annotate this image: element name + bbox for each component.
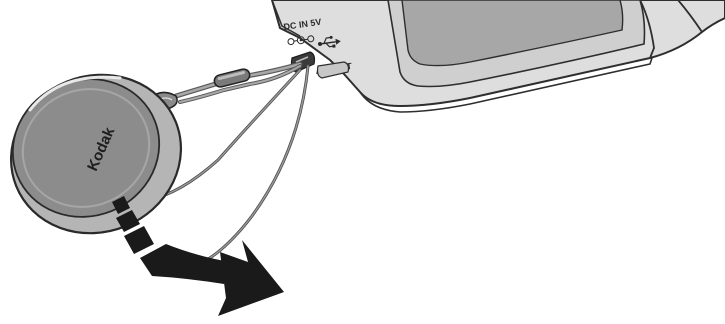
arrow-body	[140, 244, 230, 284]
arrow-head	[218, 240, 284, 316]
lens-cap-face	[0, 57, 180, 239]
camera-body: DC IN 5V A/V OUT	[272, 0, 725, 112]
lens-cap: Kodak	[0, 49, 205, 258]
arrow-tail-block-3	[124, 226, 154, 254]
